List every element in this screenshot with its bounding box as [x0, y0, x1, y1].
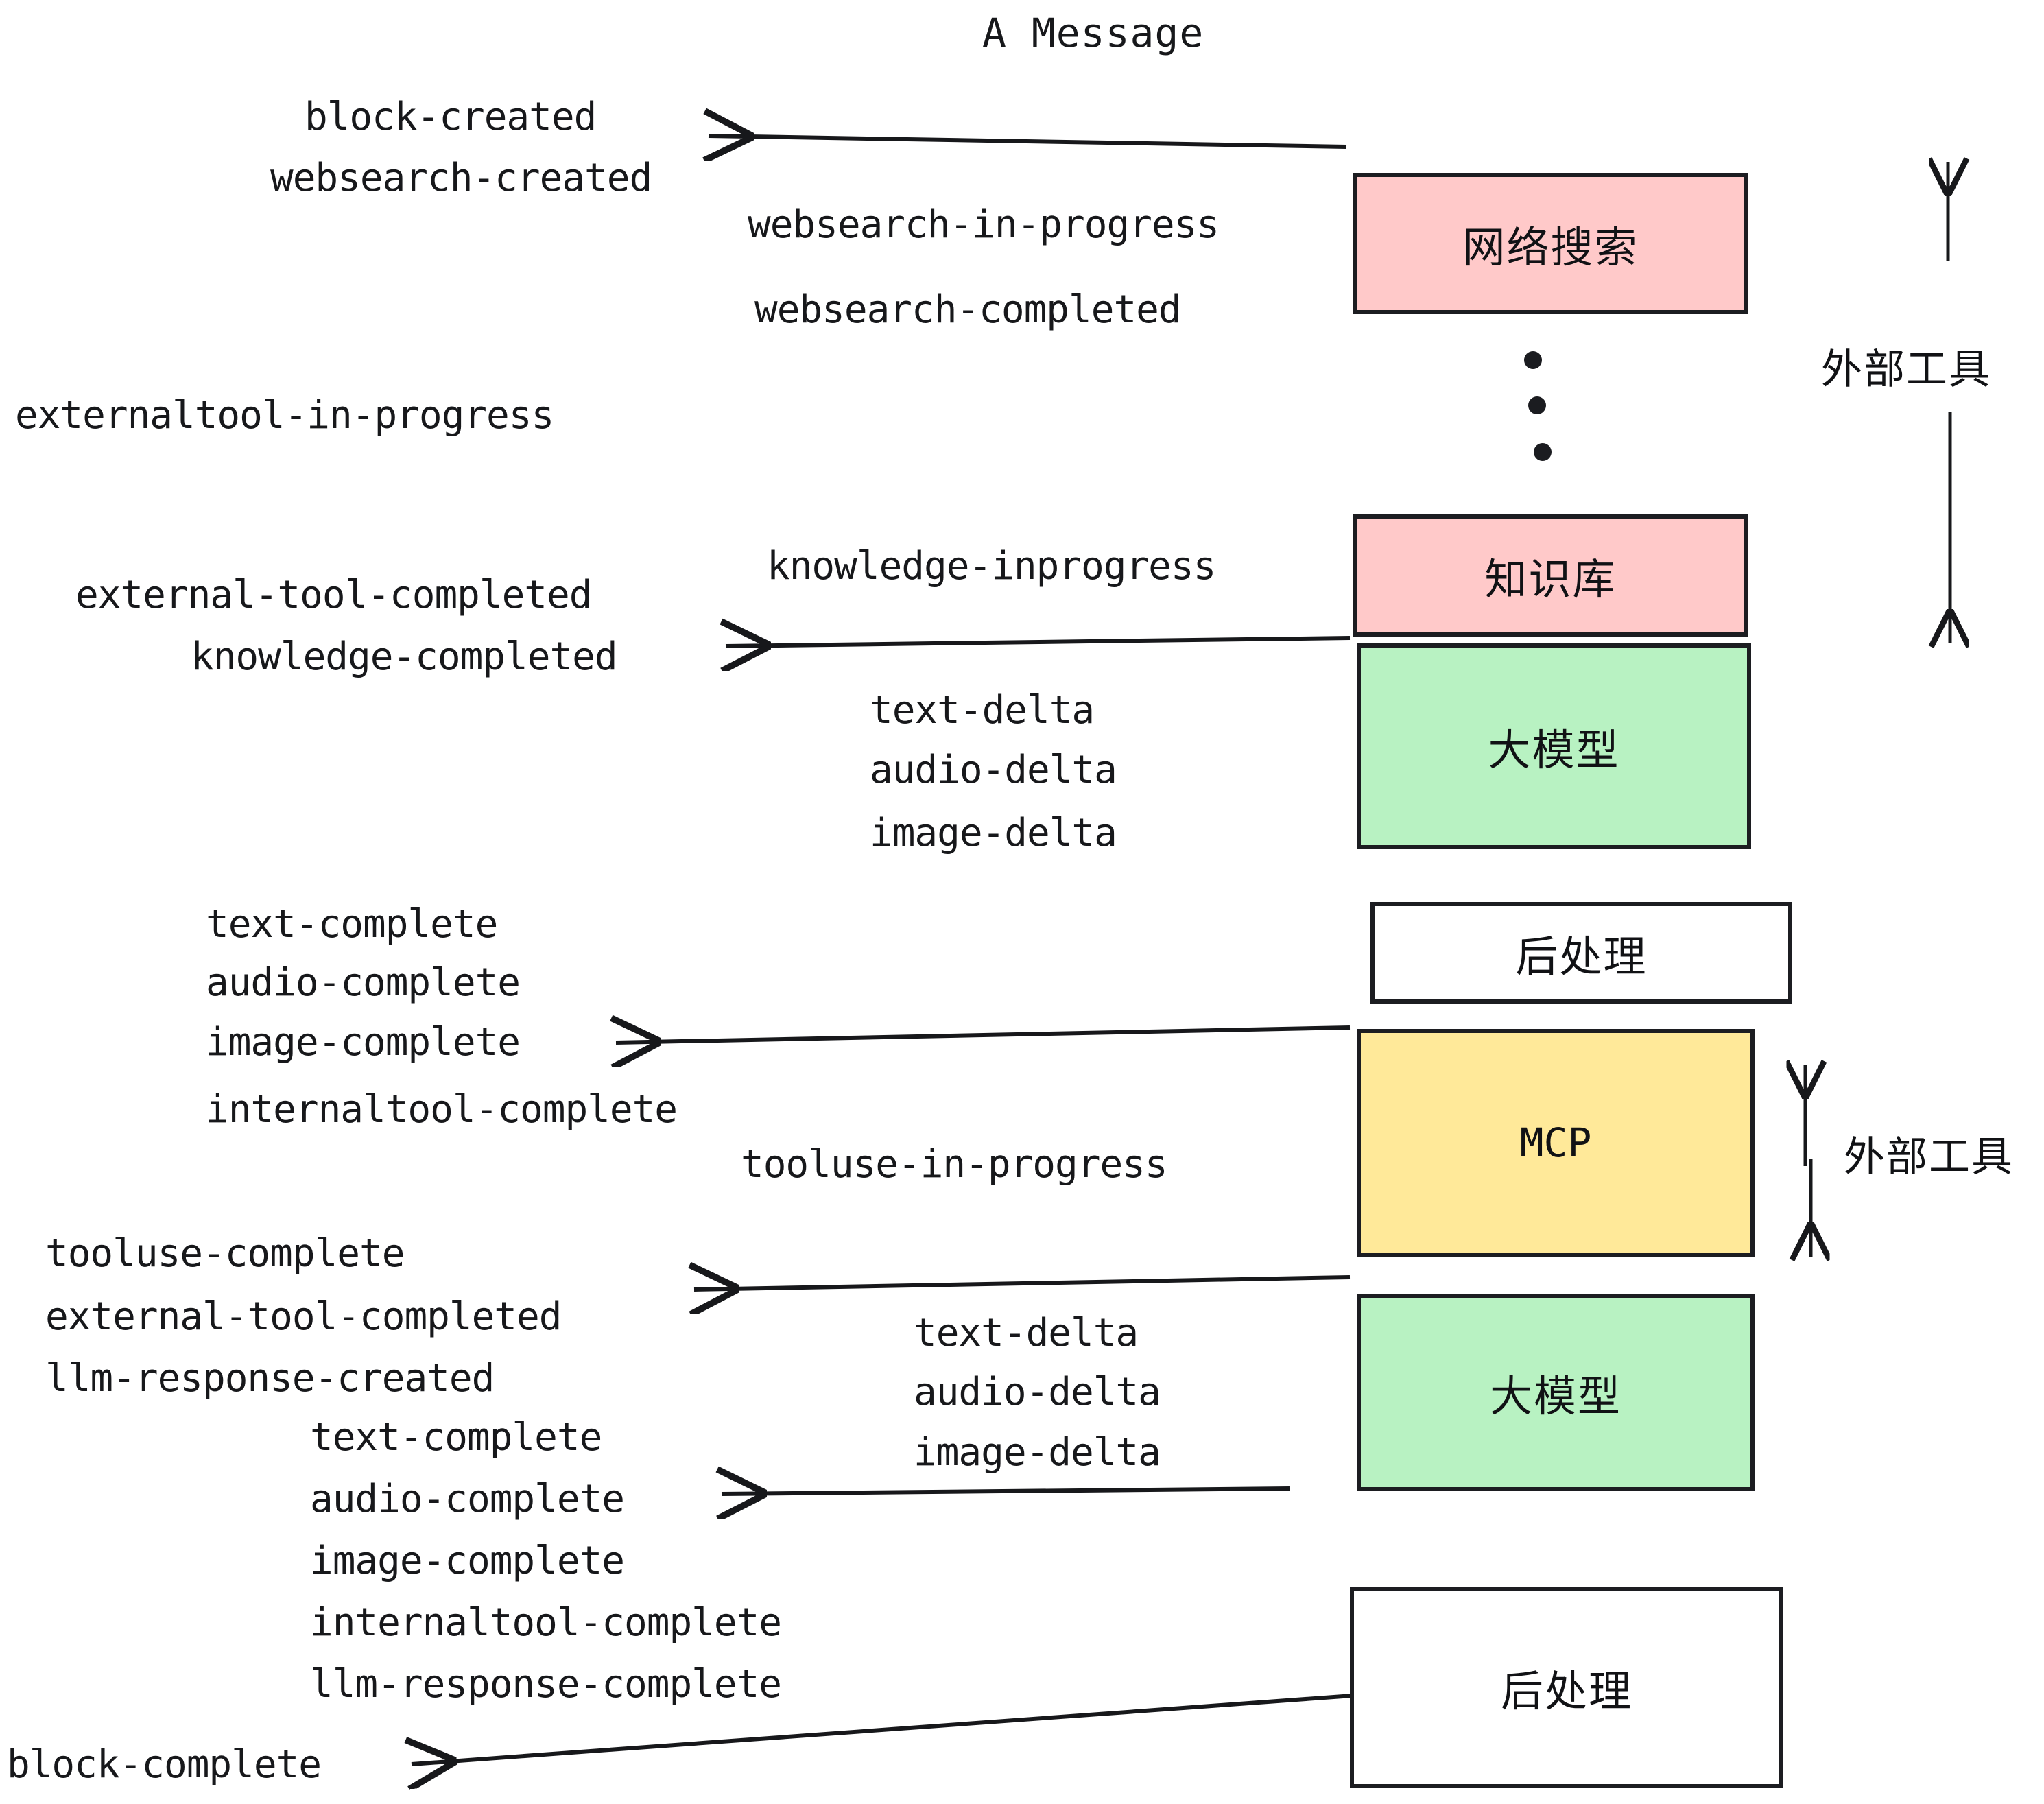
event-label-tooluse-complete: tooluse-complete	[45, 1231, 405, 1276]
event-label-knowledge-inprogress: knowledge-inprogress	[767, 544, 1216, 589]
event-label-text-complete-2: text-complete	[310, 1415, 602, 1460]
arrow-llm2-to-tooluse	[694, 1277, 1351, 1290]
node-label: 知识库	[1484, 554, 1617, 604]
event-label-audio-complete-2: audio-complete	[310, 1477, 625, 1521]
group-label-external-tools-top: 外部工具	[1821, 346, 1991, 394]
event-label-text-complete-1: text-complete	[206, 902, 498, 947]
node-label: 后处理	[1515, 931, 1648, 982]
event-label-external-tool-completed-1: external-tool-completed	[75, 573, 592, 617]
event-label-internaltool-complete-2: internaltool-complete	[310, 1600, 782, 1645]
ellipsis-dot-1	[1524, 351, 1542, 369]
event-label-text-delta-1: text-delta	[870, 688, 1095, 733]
event-label-externaltool-in-progress: externaltool-in-progress	[15, 393, 554, 438]
event-label-websearch-created: websearch-created	[270, 156, 652, 200]
event-label-websearch-in-progress: websearch-in-progress	[748, 202, 1220, 247]
arrow-knowledge-to-left	[726, 638, 1351, 646]
event-label-audio-complete-1: audio-complete	[206, 960, 521, 1005]
node-label: 大模型	[1488, 725, 1620, 775]
event-label-block-created: block-created	[305, 95, 597, 139]
arrow-mcp-to-image	[616, 1028, 1351, 1043]
event-label-knowledge-completed: knowledge-completed	[191, 634, 618, 679]
node-label: 网络搜索	[1462, 222, 1639, 272]
event-label-llm-response-complete: llm-response-complete	[310, 1662, 782, 1707]
event-label-image-complete-1: image-complete	[206, 1020, 521, 1065]
node-post1: 后处理	[1370, 902, 1792, 1004]
arrow-llm2-to-audio	[722, 1488, 1290, 1494]
event-label-external-tool-completed-2: external-tool-completed	[45, 1294, 562, 1339]
node-label: MCP	[1519, 1119, 1592, 1166]
node-post2: 后处理	[1350, 1587, 1783, 1788]
node-llm2: 大模型	[1357, 1294, 1755, 1491]
page-title: A Message	[982, 10, 1204, 56]
event-label-audio-delta-1: audio-delta	[870, 748, 1117, 792]
event-label-websearch-completed: websearch-completed	[754, 287, 1182, 332]
group-label-external-tools-bottom: 外部工具	[1844, 1133, 2014, 1181]
node-mcp: MCP	[1357, 1029, 1755, 1257]
event-label-block-complete: block-complete	[7, 1742, 322, 1787]
event-label-llm-response-created: llm-response-created	[45, 1356, 495, 1401]
group-scope-arrows	[1805, 162, 1950, 1257]
node-label: 后处理	[1500, 1666, 1632, 1716]
event-label-image-complete-2: image-complete	[310, 1539, 625, 1583]
node-knowledge: 知识库	[1353, 514, 1748, 637]
event-label-image-delta-2: image-delta	[914, 1430, 1161, 1475]
ellipsis-dot-2	[1528, 396, 1546, 414]
arrow-websearch-to-block	[709, 136, 1347, 147]
event-label-text-delta-2: text-delta	[914, 1311, 1139, 1355]
event-label-tooluse-in-progress: tooluse-in-progress	[741, 1142, 1168, 1187]
ellipsis-dot-3	[1534, 443, 1552, 461]
node-label: 大模型	[1489, 1371, 1621, 1421]
event-label-internaltool-complete-1: internaltool-complete	[206, 1087, 678, 1132]
event-label-image-delta-1: image-delta	[870, 811, 1117, 855]
node-llm1: 大模型	[1357, 643, 1751, 849]
node-websearch: 网络搜索	[1353, 173, 1748, 314]
event-label-audio-delta-2: audio-delta	[914, 1370, 1161, 1414]
